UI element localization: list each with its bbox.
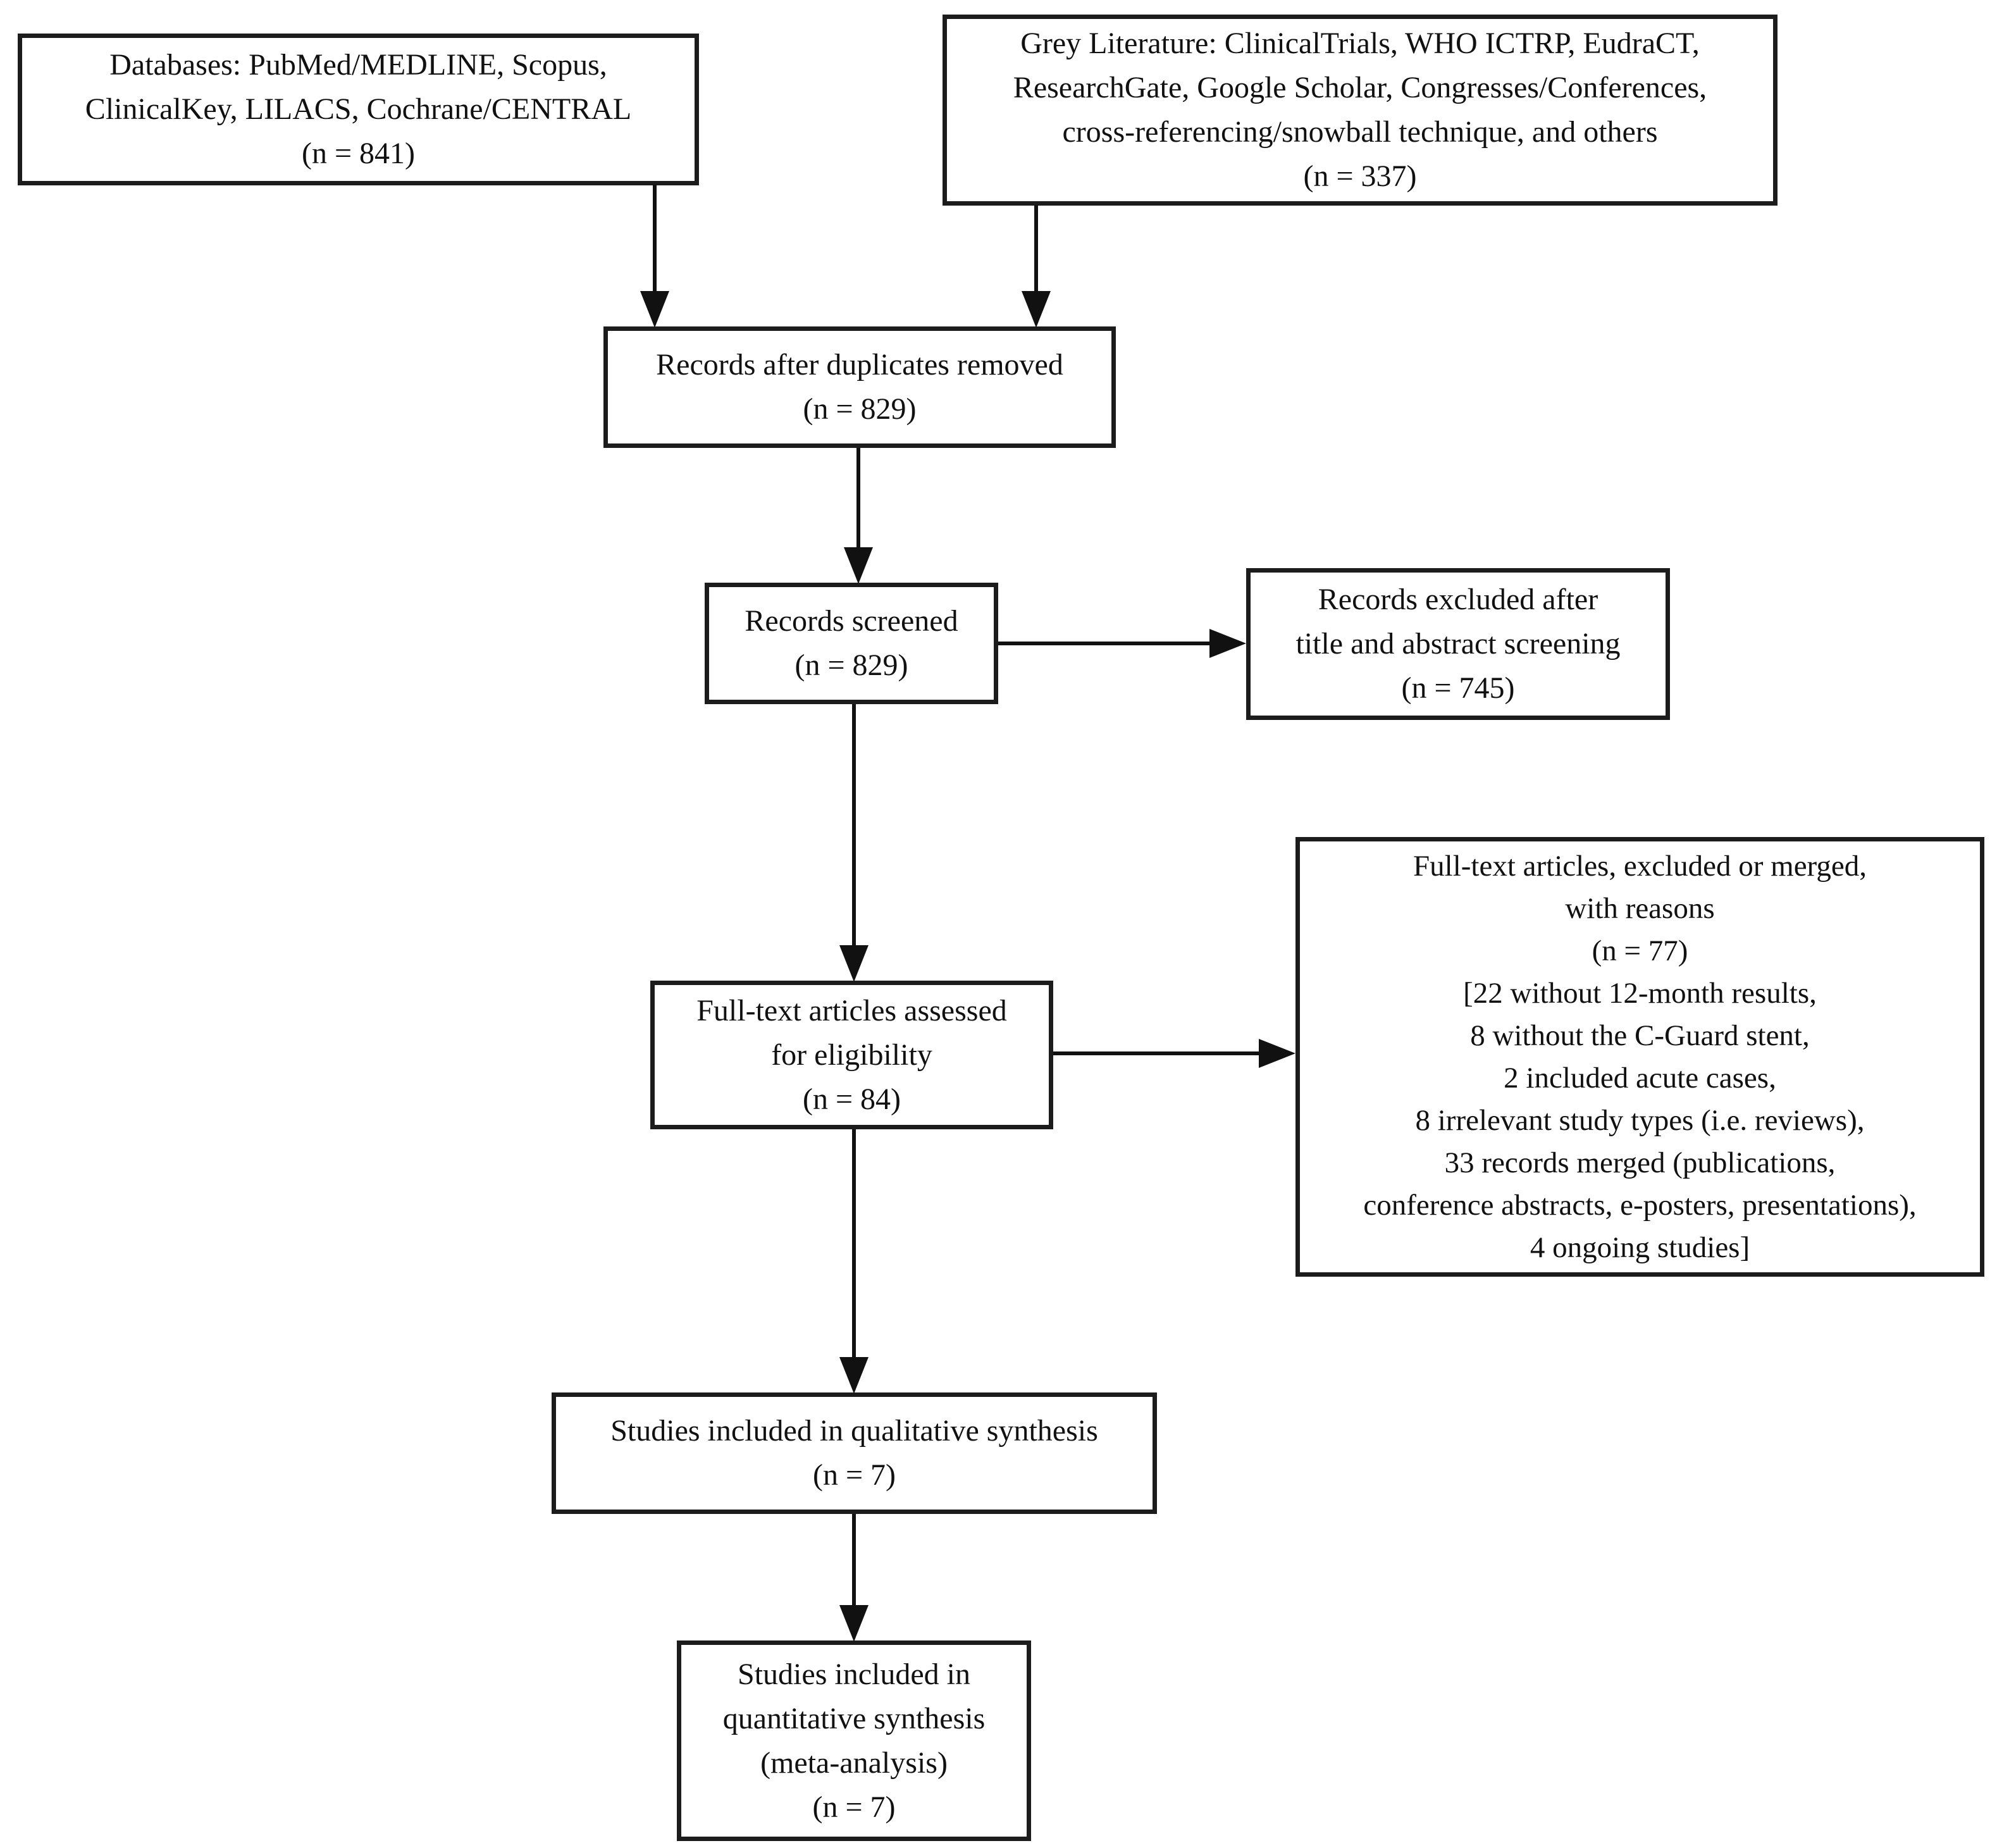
arrow-line — [852, 704, 856, 950]
arrow-line — [852, 1514, 856, 1610]
arrow-line — [1034, 205, 1038, 296]
arrowhead-down-icon — [839, 1357, 869, 1394]
node-quantitative-synthesis-line: (meta-analysis) — [760, 1746, 948, 1780]
node-databases: Databases: PubMed/MEDLINE, Scopus, Clini… — [18, 34, 699, 185]
node-fulltext-excluded-reason: 2 included acute cases, — [1504, 1061, 1776, 1095]
arrow-duplicates-to-screened — [844, 448, 873, 584]
arrowhead-down-icon — [844, 547, 873, 584]
node-grey-literature-line: Grey Literature: ClinicalTrials, WHO ICT… — [1020, 27, 1700, 60]
node-quantitative-synthesis-count: (n = 7) — [812, 1790, 896, 1824]
arrowhead-right-icon — [1259, 1039, 1295, 1068]
arrowhead-right-icon — [1209, 629, 1246, 658]
node-qualitative-synthesis-count: (n = 7) — [812, 1458, 896, 1492]
arrow-fulltext-to-fulltextexcluded — [1053, 1039, 1295, 1068]
node-qualitative-synthesis-line: Studies included in qualitative synthesi… — [610, 1414, 1098, 1448]
arrow-fulltext-to-qualitative — [839, 1129, 869, 1394]
node-records-excluded-line: Records excluded after — [1318, 583, 1598, 616]
node-fulltext-excluded-line: Full-text articles, excluded or merged, — [1413, 849, 1867, 883]
arrowhead-down-icon — [839, 1605, 869, 1642]
node-grey-literature: Grey Literature: ClinicalTrials, WHO ICT… — [943, 15, 1778, 206]
node-records-screened-count: (n = 829) — [794, 648, 908, 682]
node-fulltext-excluded-reason: 8 without the C-Guard stent, — [1470, 1019, 1810, 1052]
arrow-line — [998, 642, 1215, 645]
arrow-qualitative-to-quantitative — [839, 1514, 869, 1642]
arrow-databases-to-duplicates — [640, 185, 669, 328]
node-fulltext-excluded-reason: [22 without 12-month results, — [1463, 976, 1817, 1010]
node-qualitative-synthesis: Studies included in qualitative synthesi… — [552, 1392, 1157, 1514]
node-fulltext-excluded-reason: conference abstracts, e-posters, present… — [1363, 1188, 1917, 1222]
node-grey-literature-line: ResearchGate, Google Scholar, Congresses… — [1013, 71, 1707, 104]
node-fulltext-assessed-line: for eligibility — [771, 1038, 932, 1072]
arrowhead-down-icon — [839, 945, 869, 982]
node-grey-literature-count: (n = 337) — [1303, 159, 1417, 193]
arrow-line — [1053, 1051, 1264, 1055]
node-records-excluded-line: title and abstract screening — [1295, 627, 1621, 660]
arrowhead-down-icon — [1022, 291, 1051, 328]
node-records-screened-line: Records screened — [745, 604, 958, 638]
arrow-screened-to-excluded — [998, 629, 1246, 658]
node-grey-literature-line: cross-referencing/snowball technique, an… — [1062, 115, 1658, 149]
arrow-line — [852, 1129, 856, 1362]
node-quantitative-synthesis-line: Studies included in — [738, 1657, 970, 1691]
node-fulltext-excluded-line: with reasons — [1565, 891, 1715, 925]
node-databases-count: (n = 841) — [301, 137, 416, 170]
arrow-greyliterature-to-duplicates — [1022, 205, 1051, 328]
node-fulltext-excluded-reason: 8 irrelevant study types (i.e. reviews), — [1415, 1103, 1865, 1137]
node-quantitative-synthesis-line: quantitative synthesis — [722, 1701, 986, 1735]
arrow-screened-to-fulltext — [839, 704, 869, 982]
arrow-line — [856, 448, 860, 552]
node-records-excluded-count: (n = 745) — [1401, 671, 1515, 705]
node-fulltext-excluded-count: (n = 77) — [1592, 934, 1688, 967]
node-fulltext-assessed-line: Full-text articles assessed — [696, 993, 1007, 1027]
node-duplicates-removed-count: (n = 829) — [803, 392, 917, 426]
arrow-line — [653, 185, 657, 296]
node-fulltext-excluded: Full-text articles, excluded or merged, … — [1295, 837, 1984, 1277]
node-fulltext-assessed-count: (n = 84) — [802, 1082, 901, 1116]
node-databases-line: Databases: PubMed/MEDLINE, Scopus, — [109, 48, 607, 82]
node-fulltext-assessed: Full-text articles assessed for eligibil… — [650, 981, 1053, 1129]
node-fulltext-excluded-reason: 33 records merged (publications, — [1444, 1146, 1836, 1179]
node-records-excluded: Records excluded after title and abstrac… — [1246, 568, 1670, 720]
node-records-screened: Records screened (n = 829) — [705, 583, 998, 704]
node-duplicates-removed-line: Records after duplicates removed — [656, 348, 1063, 381]
node-duplicates-removed: Records after duplicates removed (n = 82… — [603, 326, 1116, 448]
node-databases-line: ClinicalKey, LILACS, Cochrane/CENTRAL — [85, 92, 632, 126]
arrowhead-down-icon — [640, 291, 669, 328]
node-fulltext-excluded-reason: 4 ongoing studies] — [1530, 1231, 1750, 1264]
node-quantitative-synthesis: Studies included in quantitative synthes… — [677, 1640, 1031, 1841]
